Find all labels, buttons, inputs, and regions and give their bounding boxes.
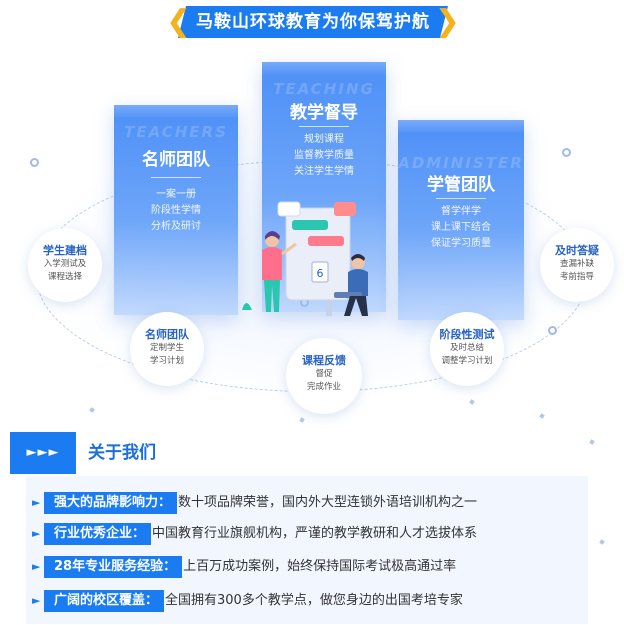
node-course-feedback: 课程反馈 督促 完成作业 <box>286 338 362 414</box>
pillar-title: 教学督导 <box>290 103 358 123</box>
triangle-bullet-icon: ► <box>32 594 41 607</box>
node-line: 入学测试及 <box>43 259 87 269</box>
mail-card <box>334 202 356 216</box>
pillar-line: 保证学习质量 <box>431 238 491 249</box>
pillar-divider <box>151 177 201 178</box>
about-item-tag: 行业优秀企业： <box>44 523 152 545</box>
node-teacher-team: 名师团队 定制学生 学习计划 <box>130 312 204 386</box>
student-legs <box>344 296 368 316</box>
pillar-line: 阶段性学情 <box>151 205 201 216</box>
about-title: 关于我们 <box>88 443 156 463</box>
pillar-line: 监督教学质量 <box>294 150 354 161</box>
pillar-line: 关注学生学情 <box>294 166 354 177</box>
node-line: 及时总结 <box>449 343 484 353</box>
about-item-text: 中国教育行业旗舰机构，严谨的教学教研和人才选拔体系 <box>152 526 478 541</box>
student-body <box>348 269 368 296</box>
about-arrows-icon: ►►► <box>10 432 76 474</box>
chevron-left-icon: ❮ <box>166 4 192 39</box>
teacher-legs <box>264 280 280 312</box>
pillar-line: 规划课程 <box>304 134 344 145</box>
pillar-teachers: TEACHERS 名师团队 一案一册 阶段性学情 分析及研讨 <box>114 105 238 315</box>
message-card <box>277 201 301 217</box>
about-item: ►广阔的校区覆盖：全国拥有300多个教学点，做您身边的出国考培专家 <box>32 590 463 612</box>
node-line: 课程选择 <box>47 272 82 282</box>
node-line: 考前指导 <box>559 272 594 282</box>
sparkle <box>469 399 475 405</box>
node-line: 查漏补缺 <box>559 259 594 269</box>
teacher-hair <box>265 231 280 240</box>
number-card <box>311 261 329 283</box>
node-line: 调整学习计划 <box>441 356 493 366</box>
node-line: 学习计划 <box>149 356 184 366</box>
pillar-ghost-text: ADMINISTER <box>398 154 524 172</box>
teacher-arm <box>281 242 297 256</box>
about-header: ►►► 关于我们 <box>10 432 614 474</box>
about-item-tag: 强大的品牌影响力： <box>44 492 178 514</box>
pillar-title: 学管团队 <box>427 175 495 195</box>
pillar-line: 分析及研讨 <box>151 221 201 232</box>
node-title: 课程反馈 <box>302 354 346 367</box>
pillar-ghost-text: TEACHERS <box>124 123 228 141</box>
pillar-title: 名师团队 <box>142 150 210 170</box>
node-title: 阶段性测试 <box>439 328 495 341</box>
pillar-line: 一案一册 <box>156 189 196 200</box>
pillar-line: 课上课下结合 <box>431 222 491 233</box>
node-title: 学生建档 <box>43 244 87 257</box>
orbit-dot <box>562 148 571 157</box>
about-item-text: 上百万成功案例，始终保持国际考试极高通过率 <box>183 559 457 574</box>
pillar-administer: ADMINISTER 学管团队 督学伴学 课上课下结合 保证学习质量 <box>398 120 524 320</box>
chevron-right-icon: ❯ <box>434 4 460 39</box>
teacher-student-illustration: 6 <box>242 201 368 316</box>
about-item-tag: 广阔的校区覆盖： <box>44 590 165 612</box>
about-item-text: 数十项品牌荣誉，国内外大型连锁外语培训机构之一 <box>178 495 478 510</box>
plant <box>242 303 252 310</box>
triangle-bullet-icon: ► <box>32 560 41 573</box>
pillar-line: 督学伴学 <box>441 206 481 217</box>
sparkle <box>599 539 605 545</box>
orbit-dot <box>548 326 557 335</box>
about-item: ►行业优秀企业：中国教育行业旗舰机构，严谨的教学教研和人才选拔体系 <box>32 523 477 545</box>
triangle-bullet-icon: ► <box>32 527 41 540</box>
about-item: ►28年专业服务经验：上百万成功案例，始终保持国际考试极高通过率 <box>32 556 456 578</box>
node-student-profile: 学生建档 入学测试及 课程选择 <box>28 228 102 302</box>
pillar-ghost-text: TEACHING <box>273 80 375 98</box>
node-title: 及时答疑 <box>555 244 599 257</box>
chat-bubble <box>292 220 328 230</box>
phone-screen <box>285 207 351 301</box>
node-timely-answers: 及时答疑 查漏补缺 考前指导 <box>540 228 614 302</box>
orbit-dot <box>30 158 39 167</box>
desk-leg <box>326 300 332 316</box>
node-title: 名师团队 <box>145 328 189 341</box>
node-line: 定制学生 <box>149 343 184 353</box>
node-line: 完成作业 <box>306 382 341 392</box>
about-item: ►强大的品牌影响力：数十项品牌荣誉，国内外大型连锁外语培训机构之一 <box>32 492 477 514</box>
sparkle <box>89 407 95 413</box>
triangle-bullet-icon: ► <box>32 496 41 509</box>
student-hair <box>351 254 365 261</box>
page-title: 马鞍山环球教育为你保驾护航 <box>196 12 430 32</box>
sparkle <box>299 417 305 423</box>
node-stage-test: 阶段性测试 及时总结 调整学习计划 <box>430 312 504 386</box>
teacher-body <box>262 247 282 280</box>
about-item-tag: 28年专业服务经验： <box>44 556 183 578</box>
pillar-divider <box>299 126 349 127</box>
number-card-text: 6 <box>317 267 324 280</box>
about-item-text: 全国拥有300多个教学点，做您身边的出国考培专家 <box>165 593 463 608</box>
sparkle <box>539 413 545 419</box>
node-line: 督促 <box>315 369 333 379</box>
pillar-divider <box>436 198 486 199</box>
header-banner: ❮ ❯ 马鞍山环球教育为你保驾护航 <box>166 4 460 42</box>
chat-bubble <box>308 236 344 246</box>
